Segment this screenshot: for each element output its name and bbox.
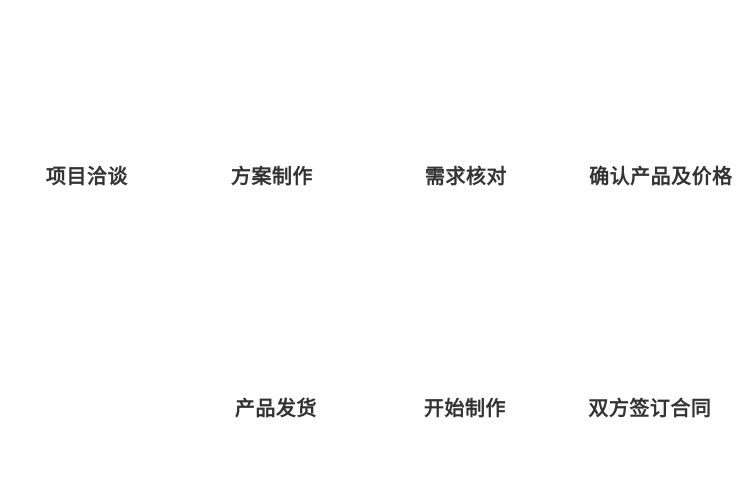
step-label-product-shipping: 产品发货 [235, 396, 317, 420]
step-label-requirements-check: 需求核对 [425, 164, 507, 188]
step-label-plan-creation: 方案制作 [231, 164, 313, 188]
step-label-confirm-product-price: 确认产品及价格 [589, 164, 733, 188]
step-label-start-production: 开始制作 [424, 396, 506, 420]
step-label-project-negotiation: 项目洽谈 [46, 164, 128, 188]
step-label-sign-contract: 双方签订合同 [588, 396, 712, 420]
